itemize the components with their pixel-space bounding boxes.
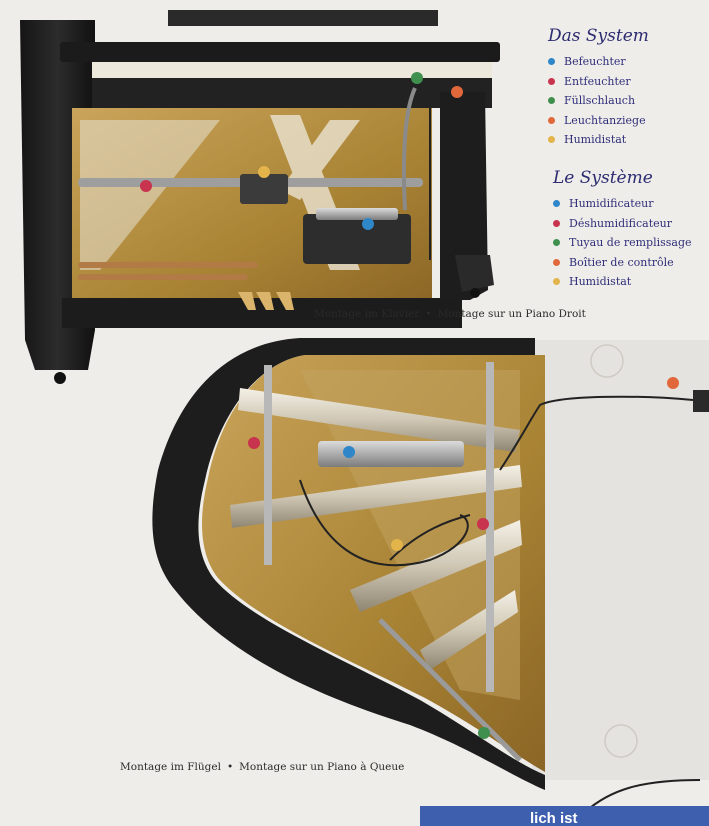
green-dot-icon — [553, 239, 560, 247]
legend-item: Déshumidificateur — [553, 214, 692, 234]
legend-item: Humidificateur — [553, 194, 692, 214]
upright-case-right — [440, 92, 488, 300]
grand-rod-right — [486, 362, 494, 692]
upright-lower-rail — [78, 262, 258, 268]
blue-dot-icon — [553, 200, 560, 208]
legend-item-label: Entfeuchter — [564, 74, 631, 88]
blue-dot-icon — [548, 58, 555, 66]
grand-humidifier-bar — [318, 441, 464, 467]
upright-strings — [80, 120, 220, 270]
caption-separator: • — [226, 761, 234, 773]
upright-marker-dehumidifier — [140, 180, 152, 192]
grand-caption-fr: Montage sur un Piano à Queue — [239, 761, 405, 773]
upright-control-box — [240, 174, 288, 204]
orange-dot-icon — [548, 116, 555, 124]
upright-base — [62, 298, 462, 328]
grand-control-box — [693, 390, 709, 412]
yellow-dot-icon — [553, 278, 560, 286]
legend-item-label: Déshumidificateur — [569, 216, 672, 230]
upright-caster-left — [54, 372, 66, 384]
legend-item: Entfeuchter — [548, 72, 649, 92]
grand-marker-dehumidifier-right — [477, 518, 489, 530]
upright-marker-fill-hose — [411, 72, 423, 84]
grand-rod-left — [264, 365, 272, 565]
upright-lid — [60, 42, 500, 62]
upright-keyboard-rail — [92, 78, 492, 108]
legend-item: Füllschlauch — [548, 91, 649, 111]
upright-caster-right — [470, 288, 480, 298]
legend-item: Humidistat — [553, 272, 692, 292]
upright-marker-control-box — [451, 86, 463, 98]
upright-marker-humidifier — [362, 218, 374, 230]
bottom-banner: lich ist — [420, 806, 709, 826]
upright-caption-de: Montage im Klavier — [314, 308, 420, 320]
grand-cable — [299, 479, 471, 567]
grand-piano — [152, 338, 709, 813]
legend-item-label: Humidistat — [564, 133, 627, 146]
grand-plate-beam-1 — [238, 388, 520, 452]
legend-item: Boîtier de contrôle — [553, 253, 692, 273]
grand-outer-cable — [499, 395, 701, 813]
grand-marker-dehumidifier-left — [248, 437, 260, 449]
upright-caption: Montage im Klavier • Montage sur un Piano … — [314, 308, 586, 320]
legend-item: Befeuchter — [548, 52, 649, 72]
grand-keyboard-circle-bottom — [604, 724, 638, 758]
grand-marker-humidistat — [391, 539, 403, 551]
legend-item-label: Boîtier de contrôle — [569, 255, 674, 269]
grand-keyboard-circle-top — [590, 344, 624, 378]
legend-item: Leuchtanziege — [548, 111, 649, 131]
upright-keyboard — [92, 62, 492, 78]
upright-humidifier-tank — [316, 208, 398, 220]
legend-item-label: Humidificateur — [569, 197, 654, 210]
upright-music-rest — [168, 10, 438, 26]
legend-french-title: Le Système — [553, 168, 653, 188]
grand-fill-hose — [378, 618, 522, 762]
legend-item: Humidistat — [548, 130, 649, 150]
caption-separator: • — [425, 308, 432, 320]
legend-german: Das System Befeuchter Entfeuchter Füllsc… — [548, 26, 649, 150]
grand-marker-humidifier — [343, 446, 355, 458]
legend-item: Tuyau de remplissage — [553, 233, 692, 253]
grand-plate-beam-2 — [230, 465, 522, 528]
green-dot-icon — [548, 97, 555, 105]
yellow-dot-icon — [548, 136, 555, 144]
legend-item-label: Füllschlauch — [564, 94, 636, 107]
legend-french-list: Humidificateur Déshumidificateur Tuyau d… — [553, 194, 692, 292]
grand-rim — [152, 338, 546, 790]
red-dot-icon — [553, 219, 560, 227]
grand-plate-beam-3 — [350, 520, 522, 612]
legend-german-list: Befeuchter Entfeuchter Füllschlauch Leuc… — [548, 52, 649, 150]
red-dot-icon — [548, 77, 555, 85]
legend-item-label: Humidistat — [569, 275, 632, 288]
upright-piano — [20, 10, 500, 384]
upright-right-leg — [455, 255, 494, 292]
upright-lower-rail-2 — [78, 274, 248, 280]
legend-german-title: Das System — [548, 26, 649, 46]
grand-keyboard-panel — [532, 340, 709, 780]
upright-caption-fr: Montage sur un Piano Droit — [437, 308, 586, 320]
upright-pedals — [238, 292, 294, 310]
grand-marker-control-box — [667, 377, 679, 389]
grand-marker-fill-hose — [478, 727, 490, 739]
upright-marker-humidistat — [258, 166, 270, 178]
legend-item-label: Befeuchter — [564, 55, 626, 68]
legend-item-label: Tuyau de remplissage — [569, 236, 692, 249]
legend-french: Le Système Humidificateur Déshumidificat… — [553, 168, 692, 292]
grand-caption: Montage im Flügel • Montage sur un Piano à… — [120, 761, 404, 773]
upright-hose — [401, 87, 417, 211]
grand-caption-de: Montage im Flügel — [120, 761, 221, 773]
upright-humidifier-unit — [303, 214, 411, 264]
legend-item-label: Leuchtanziege — [564, 113, 646, 127]
orange-dot-icon — [553, 258, 560, 266]
